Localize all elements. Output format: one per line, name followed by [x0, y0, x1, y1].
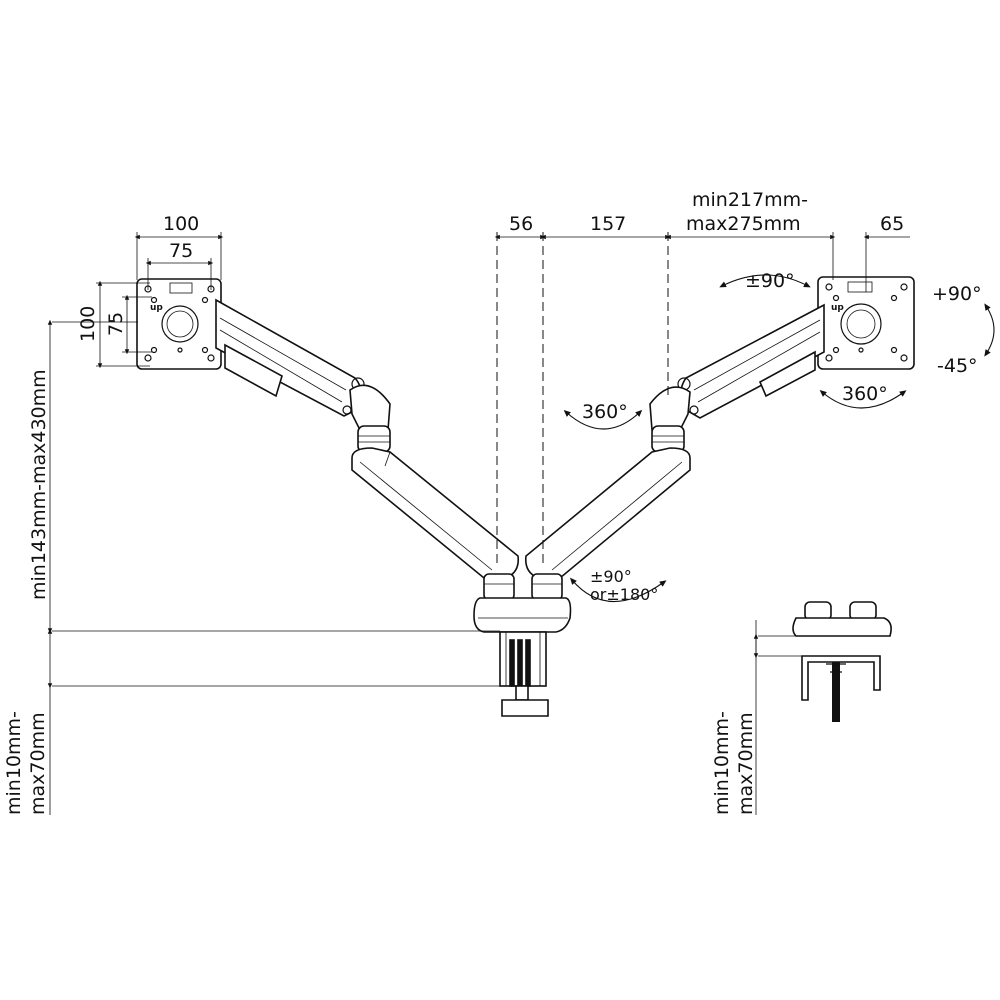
rotate-360-arm-arrow [563, 409, 643, 430]
left-lower-arm [351, 447, 520, 579]
tilt-up-down-arrow [984, 303, 995, 357]
label-tilt-pm90: ±90° [745, 270, 795, 292]
label-tilt-down: -45° [937, 355, 978, 377]
dim-height-range: min143mm-max430mm [28, 369, 50, 600]
label-rotate-360-head: 360° [842, 383, 888, 405]
dim-desk-main-line2: max70mm [27, 712, 49, 815]
left-vesa-dimensions: 100 75 100 75 [77, 213, 224, 369]
label-tilt-up: +90° [932, 283, 982, 305]
up-marker-left: up [150, 303, 163, 313]
dim-vesa-75-vertical: 75 [105, 312, 127, 336]
dim-157: 157 [590, 213, 626, 235]
height-dimension: min143mm-max430mm min10mm- max70mm [3, 319, 500, 815]
up-marker-right: up [831, 303, 844, 313]
dim-desk-side-line2: max70mm [735, 712, 757, 815]
dim-vesa-100-vertical: 100 [77, 306, 99, 342]
label-rotate-360-arm: 360° [582, 401, 628, 423]
right-lower-arm [524, 447, 691, 579]
dim-56: 56 [509, 213, 533, 235]
left-upper-arm [215, 298, 391, 431]
rotation-indicators: ±90° +90° -45° 360° 360° ±90° or±180° [563, 270, 995, 604]
base-pole-assembly [473, 573, 572, 717]
dim-vesa-100-horizontal: 100 [163, 213, 199, 235]
dim-65: 65 [880, 213, 904, 235]
left-vesa-plate: up [136, 278, 222, 370]
side-clamp-detail [792, 601, 892, 722]
dim-extension-line2: max275mm [686, 213, 801, 235]
top-dimensions: 56 157 min217mm- max275mm 65 [494, 189, 910, 568]
tilt-pm90-arrow [719, 274, 811, 288]
dim-extension-line1: min217mm- [692, 189, 808, 211]
dim-vesa-75-horizontal: 75 [169, 240, 193, 262]
label-base-swivel-2: or±180° [590, 585, 658, 604]
dim-desk-main-line1: min10mm- [3, 711, 25, 815]
label-base-swivel-1: ±90° [590, 567, 632, 586]
base-swivel-arrow [569, 577, 667, 602]
dim-desk-side-line1: min10mm- [711, 711, 733, 815]
side-desk-dimension: min10mm- max70mm [711, 620, 804, 815]
rotate-360-head-arrow [819, 390, 907, 409]
right-upper-arm [649, 303, 825, 431]
